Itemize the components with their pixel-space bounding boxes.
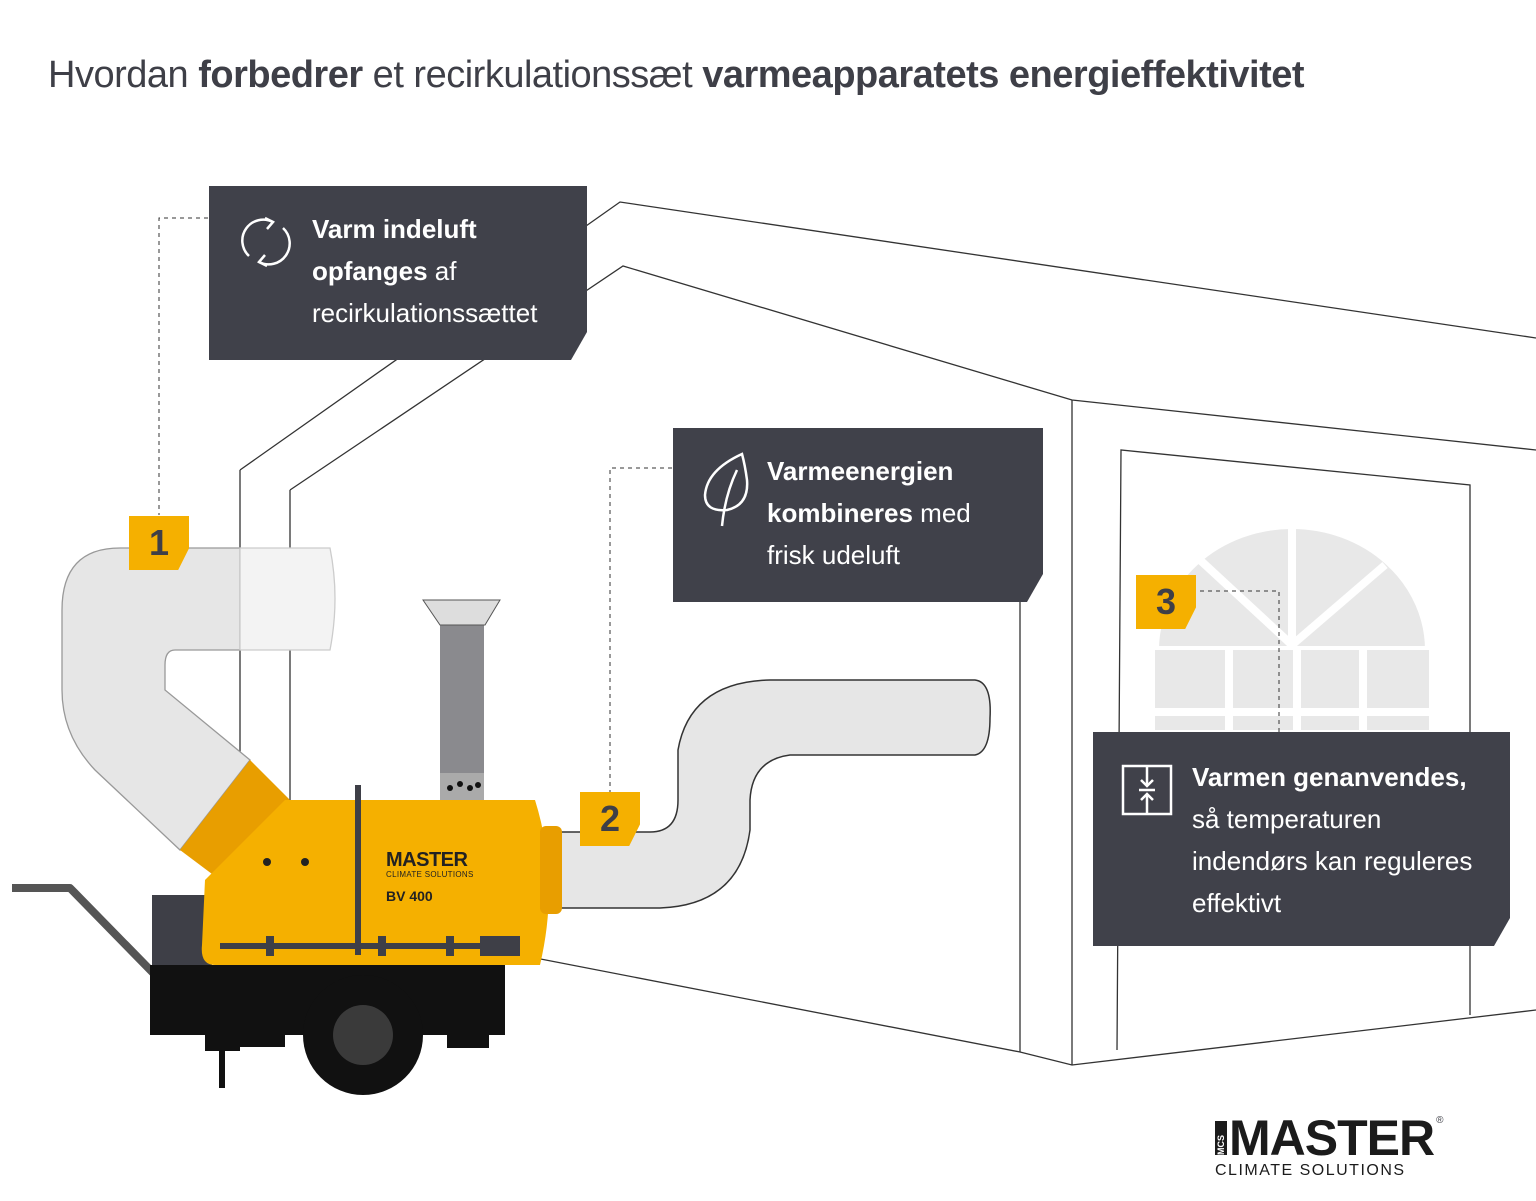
title-part-bold: varmeapparatets energieffektivitet [702,54,1305,96]
step-2-callout: Varmeenergien kombineres med frisk udelu… [673,428,1043,602]
fresh-air-duct [554,679,991,909]
master-logo: MCS MASTER ® CLIMATE SOLUTIONS [1215,1110,1485,1181]
step-3-badge: 3 [1136,575,1196,629]
logo-subtitle: CLIMATE SOLUTIONS [1215,1162,1406,1179]
recycle-arrows-icon [237,212,295,270]
step-3-heading: Varmen genanvendes, [1192,762,1467,792]
logo-prefix: MCS [1215,1121,1227,1155]
step-1-callout: Varm indeluft opfanges af recirkulations… [209,186,587,360]
step-3-text-3: effektivt [1192,888,1282,918]
step-1-heading: Varm indeluft [312,214,477,244]
step-2-heading-2: kombineres [767,498,913,528]
leader-lines [158,217,1280,792]
heater-brand: MASTER [386,849,468,871]
heater-brand-label: MASTER CLIMATE SOLUTIONS BV 400 [386,850,516,904]
temperature-regulation-icon [1121,764,1173,816]
recirculation-duct [61,547,336,851]
step-2-heading: Varmeenergien [767,456,954,486]
step-2-text: med [912,498,971,528]
step-1-text-2: recirkulationssættet [312,298,538,328]
step-1-text: af [427,256,457,286]
heater-model: BV 400 [386,888,433,904]
step-1-heading-2: opfanges [312,256,428,286]
step-2-badge: 2 [580,792,640,846]
logo-brand: MASTER [1229,1110,1435,1166]
step-3-callout: Varmen genanvendes, så temperaturen inde… [1093,732,1510,946]
arched-window [1150,521,1434,730]
logo-registered: ® [1436,1115,1444,1126]
step-3-text-2: indendørs kan reguleres [1192,846,1473,876]
leaf-icon [697,450,757,530]
heater-brand-sub: CLIMATE SOLUTIONS [386,870,474,879]
title-part: Hvordan [48,54,199,96]
step-1-badge: 1 [129,516,189,570]
heater-unit [12,599,562,1095]
title-part-bold: forbedrer [198,54,363,96]
title-part: et recirkulationssæt [362,54,703,96]
page-title: Hvordan forbedrer et recirkulationssæt v… [48,52,1498,98]
step-3-text: så temperaturen [1192,804,1382,834]
step-2-text-2: frisk udeluft [767,540,900,570]
